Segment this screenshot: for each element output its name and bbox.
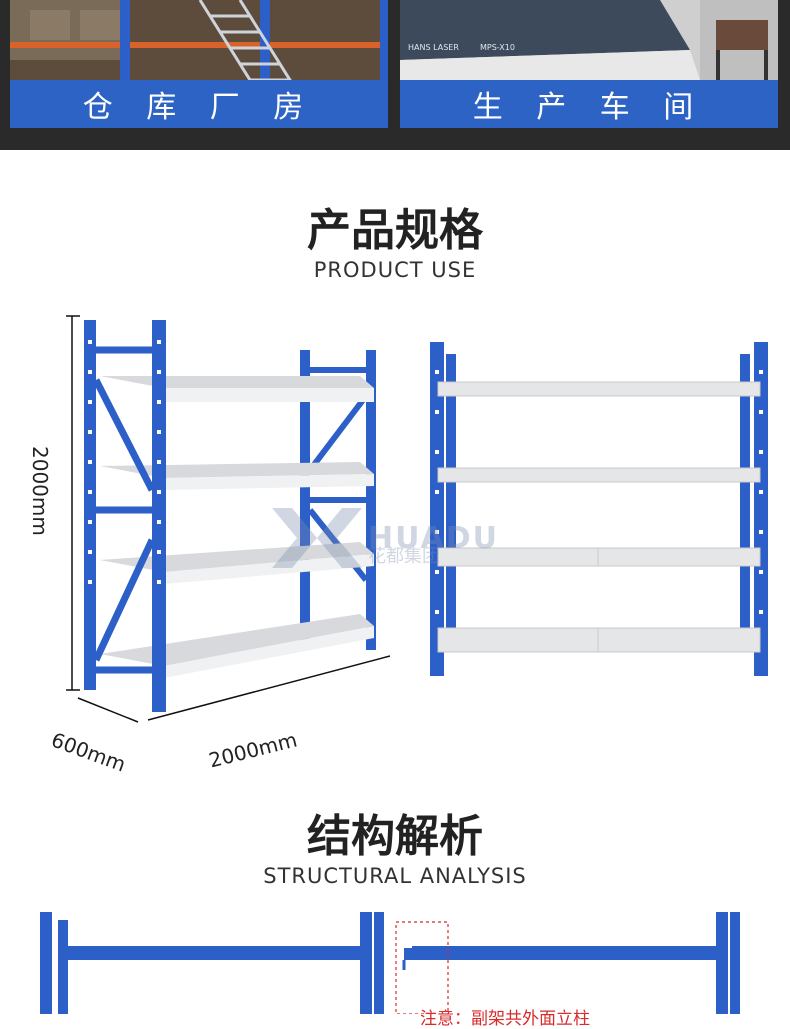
brand-logo-icon	[272, 508, 362, 568]
height-dimension-label: 2000mm	[28, 446, 52, 536]
workshop-caption: 生 产 车 间	[400, 80, 778, 128]
rack-front-illustration	[430, 342, 768, 676]
structure-section-title: 结构解析	[307, 811, 483, 862]
warehouse-photo: 仓 库 厂 房	[10, 0, 388, 128]
rack-perspective-illustration	[66, 315, 391, 723]
depth-dimension-label: 600mm	[48, 727, 129, 777]
structure-diagram	[40, 912, 740, 1014]
application-banner: 仓 库 厂 房 HANS LASER MPS-X10 生 产 车 间	[0, 0, 790, 150]
watermark-brand-cn: 花都集团	[368, 546, 440, 567]
width-dimension-label: 2000mm	[206, 727, 300, 773]
workshop-photo: HANS LASER MPS-X10 生 产 车 间	[400, 0, 778, 128]
spec-section-title: 产品规格	[307, 205, 483, 256]
spec-section-subtitle: PRODUCT USE	[313, 258, 477, 282]
warehouse-caption: 仓 库 厂 房	[10, 80, 388, 128]
dimension-lines	[66, 315, 391, 723]
watermark-brand: HUADU	[368, 520, 500, 556]
structure-note: 注意：副架共外面立柱	[420, 1009, 590, 1029]
structure-section-subtitle: STRUCTURAL ANALYSIS	[263, 864, 527, 888]
machine-model: MPS-X10	[480, 43, 515, 52]
machine-label: HANS LASER	[408, 43, 459, 52]
brand-watermark: HUADU 花都集团	[272, 508, 499, 568]
